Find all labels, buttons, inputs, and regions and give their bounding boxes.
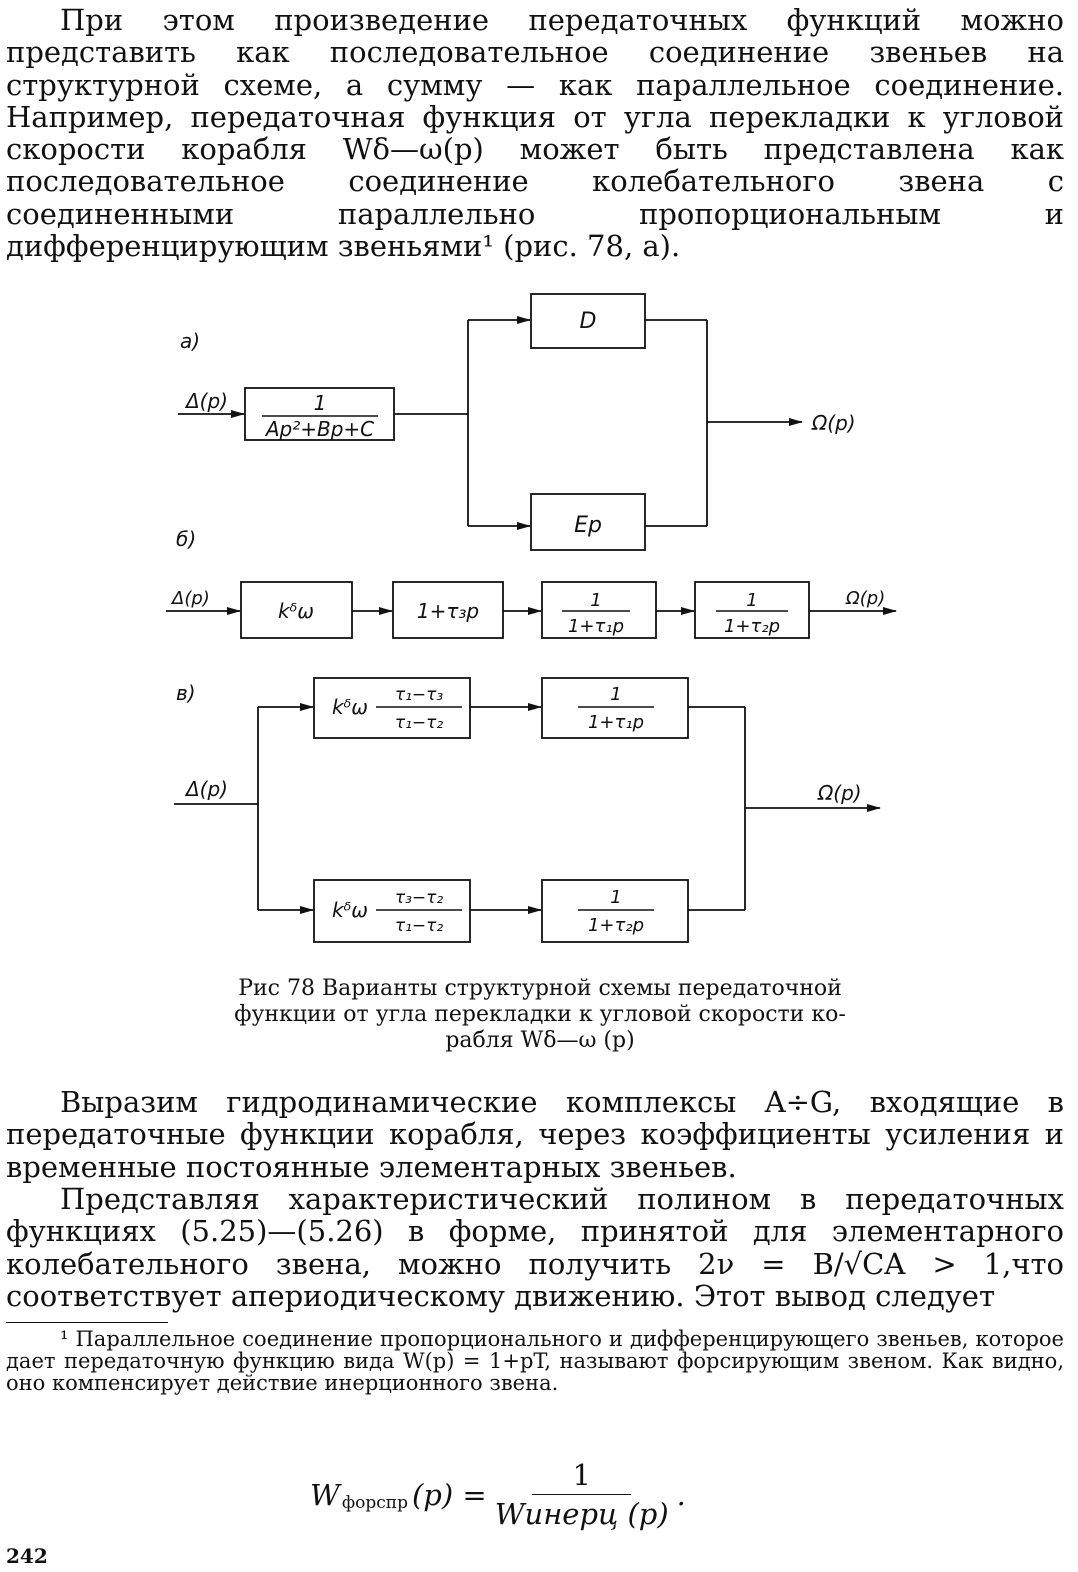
paragraph-polynomial: Представляя характеристический полином в…	[6, 1182, 1064, 1313]
b-block2-label: 1+τ₃p	[417, 599, 479, 623]
b-output-label: Ω(p)	[845, 588, 885, 609]
figure-caption: Рис 78 Варианты структурной схемы переда…	[120, 976, 960, 1054]
formula-den: Wинерц (p)	[494, 1497, 669, 1531]
b-block3-num: 1	[590, 590, 601, 611]
a-block-d-label: D	[580, 309, 597, 334]
b-block3-den: 1+τ₁p	[568, 616, 624, 637]
footnote-rule	[6, 1322, 168, 1323]
formula-tail: .	[676, 1477, 686, 1512]
c-input-label: Δ(p)	[184, 777, 228, 801]
c-bottom-right-den: 1+τ₂p	[588, 915, 644, 936]
caption-line-2: функции от угла перекладки к угловой ско…	[234, 1002, 846, 1027]
b-block1-label: kᵟω	[278, 599, 314, 623]
c-top-frac-den: τ₁−τ₂	[395, 713, 444, 733]
label-c: в)	[176, 681, 196, 705]
paragraph-intro: При этом произведение передаточных функц…	[6, 3, 1064, 264]
formula-arg: (p) =	[411, 1477, 487, 1512]
c-top-gain-k: kᵟω	[332, 695, 368, 719]
paragraph-complexes: Выразим гидродинамические комплексы A÷G,…	[6, 1085, 1064, 1184]
a-output-label: Ω(p)	[811, 411, 856, 435]
b-block-3	[541, 581, 657, 639]
c-top-frac-num: τ₁−τ₃	[395, 685, 444, 705]
c-bottom-frac-num: τ₃−τ₂	[395, 888, 444, 908]
formula-num: 1	[532, 1458, 631, 1495]
c-bottom-gain-block	[313, 879, 471, 943]
formula-lhs: W	[310, 1477, 340, 1512]
a-block-d	[530, 293, 646, 349]
footnote: ¹ Параллельное соединение пропорциональн…	[6, 1327, 1064, 1395]
c-output-label: Ω(p)	[817, 781, 862, 805]
a-block-ep	[530, 493, 646, 551]
a-block-ep-label: Ep	[574, 513, 602, 538]
a-input-label: Δ(p)	[184, 389, 228, 413]
page-number: 242	[6, 1544, 48, 1568]
c-top-gain-block	[313, 677, 471, 739]
b-input-label: Δ(p)	[170, 588, 210, 609]
block-diagram-figure: а) Δ(p) 1 Ap²+Bp+C D Ep Ω(p) б) Δ(p) kᵟω…	[166, 293, 897, 943]
b-block-2	[392, 581, 504, 639]
c-top-right-num: 1	[610, 684, 621, 705]
b-block-1	[240, 581, 353, 639]
formula-fraction: 1 Wинерц (p)	[495, 1458, 669, 1531]
b-block-4	[694, 581, 810, 639]
a-block1-num: 1	[314, 391, 327, 415]
a-block1-den: Ap²+Bp+C	[264, 417, 374, 441]
label-a: а)	[180, 329, 200, 353]
b-block4-num: 1	[746, 590, 757, 611]
caption-line-3: рабля Wδ—ω (p)	[445, 1028, 635, 1053]
c-bottom-gain-k: kᵟω	[332, 898, 368, 922]
forcing-link-formula: W форспр (p) = 1 Wинерц (p) .	[310, 1458, 686, 1531]
c-bottom-frac-den: τ₁−τ₂	[395, 916, 444, 936]
b-block4-den: 1+τ₂p	[724, 616, 780, 637]
c-bottom-inertial-block	[541, 879, 689, 943]
c-top-right-den: 1+τ₁p	[588, 712, 644, 733]
c-top-inertial-block	[541, 677, 689, 739]
label-b: б)	[176, 527, 196, 551]
formula-lhs-sub: форспр	[341, 1492, 408, 1513]
c-bottom-right-num: 1	[610, 887, 621, 908]
caption-line-1: Рис 78 Варианты структурной схемы переда…	[238, 976, 842, 1001]
